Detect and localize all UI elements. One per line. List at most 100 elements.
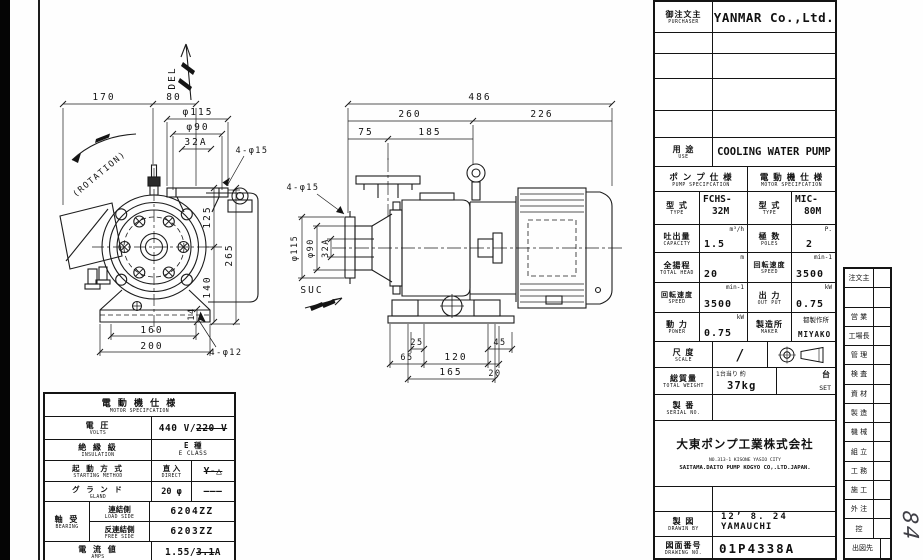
- dim-label: 160: [140, 325, 163, 336]
- use-label-jp: 用 途: [672, 145, 695, 154]
- output-label-en: OUT PUT: [757, 300, 782, 306]
- motor-spec-header-jp: 電 動 機 仕 様: [759, 172, 824, 183]
- purchaser-label-en: PURCHASER: [668, 20, 699, 25]
- approval-stamp-cell: [874, 269, 890, 287]
- approval-label: 資 材: [845, 384, 874, 403]
- dim-label: 4-φ15: [286, 183, 319, 193]
- purchaser-label-jp: 御注文主: [665, 10, 702, 19]
- dim-label: 14: [187, 307, 197, 320]
- approval-stamp-cell: [874, 519, 890, 537]
- approval-stamp-cell: [874, 308, 890, 326]
- bearing-load-row: 連結側 LOAD SIDE 6204ZZ: [90, 502, 234, 522]
- motor-type-label-en: TYPE: [762, 211, 777, 216]
- approval-row: 管 理: [845, 346, 890, 366]
- motor-spec-title-en: MOTOR SPECIFCATION: [109, 409, 170, 414]
- amps-value: 1.55/3.1 A: [164, 546, 221, 558]
- starting-label-en: STARTING METHOD: [73, 474, 123, 479]
- free-side-bearing-value: 6203ZZ: [170, 526, 214, 537]
- approval-label: 施 工: [845, 480, 874, 500]
- approval-label: 組 立: [845, 442, 874, 461]
- gland-value: 20 φ: [161, 486, 182, 497]
- dim-label: φ115: [290, 235, 300, 261]
- front-view: 170 80 φ115 φ90 32A 4-φ15 125 265 140 14…: [59, 43, 267, 358]
- output-label: 出 力: [758, 290, 781, 300]
- side-view: 486 260 226 75 185 4-φ15 φ115 φ90 32A SU…: [286, 92, 625, 383]
- drawing-no-label-jp: 図面番号: [665, 541, 702, 550]
- approval-stamp-table: 注文主 営 業 工場長 管 理 検 査 資 材 製 造 機 械 組 立 工 務 …: [843, 267, 892, 560]
- gland-label-en: GLAND: [89, 494, 107, 500]
- spec-header-row: ポ ン プ 仕 様 PUMP SPECIFCATION 電 動 機 仕 様 MO…: [655, 167, 835, 192]
- weight-label-jp: 総質量: [670, 374, 697, 383]
- insulation-label-jp: 絶 縁 級: [78, 443, 118, 452]
- dim-label: 260: [398, 109, 421, 120]
- approval-row: 控: [845, 519, 890, 539]
- load-side-label-jp: 連結側: [108, 504, 131, 514]
- maker-value-jp: 都製作所: [803, 316, 829, 324]
- use-value: COOLING WATER PUMP: [717, 146, 831, 158]
- drawn-by-label-en: DRAWIN BY: [668, 527, 699, 532]
- volts-label-en: VOLTS: [89, 431, 107, 436]
- title-block: 御注文主 PURCHASER YANMAR Co.,Ltd. 用 途 USE C…: [653, 0, 837, 560]
- dim-label: 170: [92, 92, 115, 103]
- approval-label: 出図先: [845, 538, 881, 558]
- volts-value: 440 V/220 V: [158, 422, 228, 434]
- dim-label: 185: [418, 127, 441, 138]
- dim-label: 140: [202, 275, 213, 298]
- approval-row: 工場長: [845, 326, 890, 347]
- approval-row: 機 械: [845, 423, 890, 443]
- free-side-label-en: FREE SIDE: [104, 534, 135, 540]
- power-label-en: POWER: [668, 330, 686, 335]
- approval-row: 組 立: [845, 442, 890, 462]
- weight-value: 37kg: [727, 380, 757, 392]
- handwritten-corner-mark: 84: [897, 509, 923, 543]
- power-value: 0.75: [704, 328, 733, 339]
- capacity-value: 1.5: [704, 239, 726, 250]
- head-label-en: TOTAL HEAD: [660, 270, 694, 276]
- maker-label-en: MAKER: [761, 330, 778, 335]
- starting-value-en: DIRECT: [161, 474, 182, 479]
- poles-unit: P.: [824, 226, 832, 233]
- output-value: 0.75: [796, 299, 825, 310]
- motor-spec-header-en: MOTOR SPECIFCATION: [761, 182, 822, 188]
- suc-label: SUC: [300, 285, 323, 296]
- del-label: DEL: [167, 66, 178, 89]
- approval-row: 検 査: [845, 365, 890, 385]
- dim-label: φ90: [186, 122, 209, 133]
- load-side-bearing-value: 6204ZZ: [170, 506, 214, 517]
- motor-speed-value: 3500: [796, 269, 825, 280]
- capacity-label: 吐出量: [663, 231, 691, 241]
- blank-row: [655, 33, 835, 54]
- blank-row: [655, 79, 835, 111]
- pump-type-label: 型 式: [666, 201, 688, 210]
- approval-label: 外 注: [845, 500, 874, 519]
- approval-label: 製 造: [845, 403, 874, 423]
- drawn-by-label-jp: 製 図: [672, 517, 695, 526]
- gland-dash: ———: [203, 486, 223, 497]
- head-label: 全揚程: [663, 260, 691, 270]
- approval-stamp-cell: [874, 442, 890, 460]
- dim-label: φ90: [306, 238, 316, 258]
- pump-spec-header-en: PUMP SPECIFCATION: [672, 182, 730, 188]
- purchaser-row: 御注文主 PURCHASER YANMAR Co.,Ltd.: [655, 2, 835, 33]
- drawn-name: YAMAUCHI: [721, 522, 773, 532]
- dim-label: 120: [444, 352, 467, 363]
- set-label-jp: 台: [822, 370, 830, 379]
- pump-speed-label: 回転速度: [661, 291, 693, 299]
- approval-stamp-cell: [874, 462, 890, 480]
- use-label-en: USE: [678, 155, 689, 160]
- dim-label: 165: [439, 367, 462, 378]
